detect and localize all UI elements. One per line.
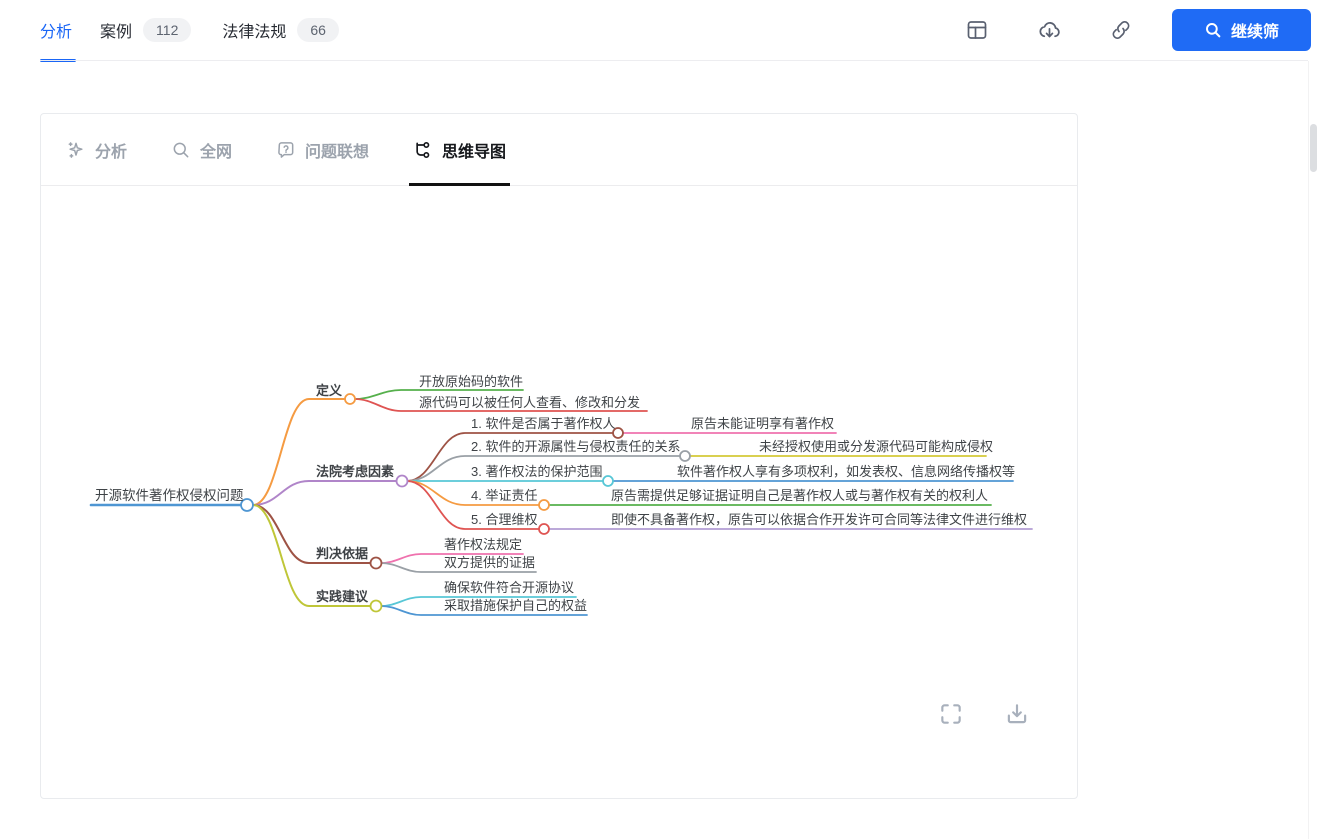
branch-judgment-basis-line bbox=[252, 504, 372, 564]
search-icon bbox=[1206, 23, 1221, 38]
active-panel-tab-underline bbox=[409, 182, 511, 186]
tab-analysis[interactable]: 分析 bbox=[40, 0, 76, 62]
panel-tab-question-association-label: 问题联想 bbox=[305, 143, 370, 161]
page-scrollbar[interactable] bbox=[1308, 61, 1319, 839]
link-icon[interactable] bbox=[1108, 17, 1134, 43]
branch-court-factors-line bbox=[252, 480, 398, 506]
analysis-panel: 分析 全网 问题联想 思维导图 bbox=[40, 113, 1078, 799]
tab-analysis-label: 分析 bbox=[40, 24, 73, 41]
mindmap-branch-label[interactable]: 判决依据 bbox=[316, 546, 368, 561]
branch-practice-advice-line bbox=[252, 504, 372, 607]
header-divider bbox=[40, 60, 1308, 61]
branch-definition-line bbox=[252, 398, 351, 506]
tab-laws-label: 法律法规 bbox=[222, 24, 287, 41]
mindmap-branch-label[interactable]: 法院考虑因素 bbox=[316, 464, 394, 479]
scrollbar-thumb[interactable] bbox=[1310, 124, 1317, 172]
mindmap-branch-label[interactable]: 定义 bbox=[315, 383, 343, 398]
judgment-basis-node-circle[interactable] bbox=[369, 556, 383, 570]
cases-count-badge: 112 bbox=[143, 18, 192, 42]
panel-tab-fullweb[interactable]: 全网 bbox=[171, 114, 232, 186]
layout-table-icon[interactable] bbox=[964, 17, 990, 43]
continue-filter-label: 继续筛 bbox=[1230, 24, 1279, 41]
panel-tab-question-association[interactable]: 问题联想 bbox=[276, 114, 369, 186]
mindmap-leaf-label[interactable]: 即使不具备著作权，原告可以依据合作开发许可合同等法律文件进行维权 bbox=[611, 512, 1027, 527]
item5-node-circle[interactable] bbox=[538, 523, 550, 535]
tab-laws[interactable]: 法律法规 66 bbox=[222, 0, 339, 60]
sparkles-icon bbox=[68, 141, 83, 158]
mindmap-leaf-label[interactable]: 原告需提供足够证据证明自己是著作权人或与著作权有关的权利人 bbox=[611, 488, 988, 503]
mindmap-branch-label[interactable]: 实践建议 bbox=[316, 589, 369, 604]
fullscreen-icon[interactable] bbox=[937, 700, 965, 728]
panel-tab-analysis-label: 分析 bbox=[95, 143, 128, 161]
tab-cases-label: 案例 bbox=[100, 24, 133, 41]
item5-line bbox=[406, 480, 540, 530]
top-header: 分析 案例 112 法律法规 66 bbox=[0, 0, 1319, 62]
mindmap-item-label[interactable]: 4. 举证责任 bbox=[471, 488, 537, 503]
item3-node-circle[interactable] bbox=[602, 475, 614, 487]
leaf-line bbox=[380, 605, 588, 616]
mindmap-leaf-label[interactable]: 开放原始码的软件 bbox=[419, 374, 523, 389]
mindmap-leaf-label[interactable]: 源代码可以被任何人查看、修改和分发 bbox=[419, 395, 640, 410]
tab-cases[interactable]: 案例 112 bbox=[100, 0, 192, 60]
mindmap-leaf-label[interactable]: 著作权法规定 bbox=[444, 537, 522, 552]
panel-tab-mindmap[interactable]: 思维导图 bbox=[409, 114, 511, 186]
panel-tab-analysis[interactable]: 分析 bbox=[66, 114, 127, 186]
panel-tab-mindmap-label: 思维导图 bbox=[442, 143, 507, 161]
header-tab-bar: 分析 案例 112 法律法规 66 bbox=[40, 0, 339, 62]
panel-tab-fullweb-label: 全网 bbox=[200, 143, 233, 161]
panel-tab-bar: 分析 全网 问题联想 思维导图 bbox=[41, 114, 1077, 186]
continue-filter-button[interactable]: 继续筛 bbox=[1172, 9, 1311, 51]
search-icon bbox=[173, 142, 189, 157]
mindmap-item-label[interactable]: 2. 软件的开源属性与侵权责任的关系 bbox=[471, 439, 680, 454]
mindmap-item-label[interactable]: 5. 合理维权 bbox=[471, 512, 537, 527]
mindmap-toolbar bbox=[937, 700, 1031, 728]
leaf-line bbox=[354, 398, 648, 412]
mindmap-canvas[interactable]: 开源软件著作权侵权问题 定义 开放原始码的软件 源代码可以被任何人查看、修改和分… bbox=[41, 114, 1077, 798]
mindmap-leaf-label[interactable]: 未经授权使用或分发源代码可能构成侵权 bbox=[759, 439, 993, 454]
item4-node-circle[interactable] bbox=[538, 499, 550, 511]
header-actions: 继续筛 bbox=[918, 0, 1311, 60]
leaf-line bbox=[380, 562, 537, 573]
item1-node-circle[interactable] bbox=[612, 427, 624, 439]
mindmap-leaf-label[interactable]: 确保软件符合开源协议 bbox=[444, 580, 574, 595]
mindmap-item-label[interactable]: 1. 软件是否属于著作权人 bbox=[471, 416, 615, 431]
mindmap-leaf-label[interactable]: 原告未能证明享有著作权 bbox=[691, 416, 834, 431]
question-bubble-icon bbox=[278, 141, 294, 158]
mindmap-leaf-label[interactable]: 软件著作权人享有多项权利，如发表权、信息网络传播权等 bbox=[677, 464, 1015, 479]
laws-count-badge: 66 bbox=[297, 18, 339, 42]
practice-advice-node-circle[interactable] bbox=[369, 599, 383, 613]
court-factors-node-circle[interactable] bbox=[395, 474, 409, 488]
item2-node-circle[interactable] bbox=[679, 450, 691, 462]
mindmap-icon bbox=[416, 141, 430, 158]
mindmap-leaf-label[interactable]: 双方提供的证据 bbox=[444, 555, 535, 570]
download-icon[interactable] bbox=[1003, 700, 1031, 728]
cloud-download-icon[interactable] bbox=[1036, 17, 1062, 43]
definition-node-circle[interactable] bbox=[344, 393, 356, 405]
mindmap-item-label[interactable]: 3. 著作权法的保护范围 bbox=[471, 464, 602, 479]
item1-line bbox=[406, 432, 614, 482]
root-node-circle[interactable] bbox=[240, 498, 254, 512]
mindmap-leaf-label[interactable]: 采取措施保护自己的权益 bbox=[444, 598, 587, 613]
mindmap-root-label[interactable]: 开源软件著作权侵权问题 bbox=[95, 487, 244, 503]
